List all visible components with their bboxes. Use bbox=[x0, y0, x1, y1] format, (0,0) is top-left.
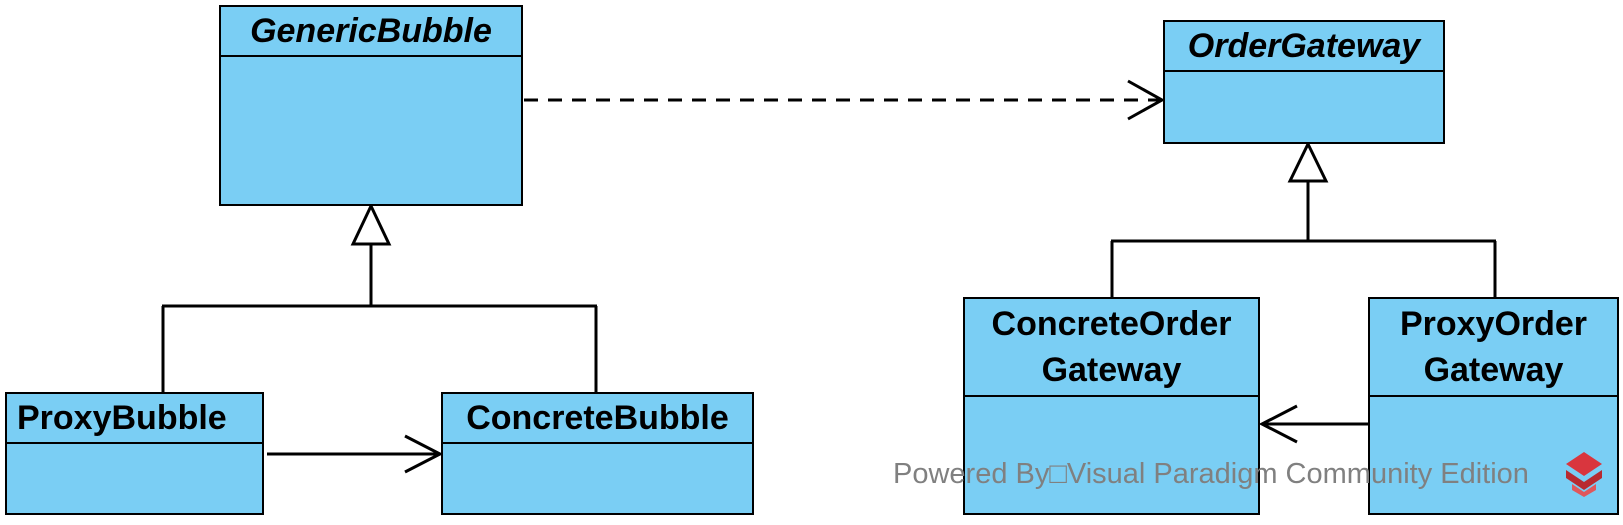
class-proxy-bubble[interactable]: ProxyBubble bbox=[5, 392, 264, 515]
class-name: OrderGateway bbox=[1165, 22, 1443, 72]
class-name: ProxyOrder Gateway bbox=[1370, 299, 1617, 397]
generalization-bubbles bbox=[161, 202, 598, 392]
association-proxy-to-concrete-gateway bbox=[1258, 404, 1369, 444]
association-proxy-to-concrete-bubble bbox=[267, 434, 444, 474]
class-name-line: Gateway bbox=[1423, 351, 1564, 389]
visual-paradigm-logo-icon bbox=[1566, 452, 1602, 497]
class-name-line: ConcreteOrder bbox=[991, 305, 1232, 343]
class-concrete-bubble[interactable]: ConcreteBubble bbox=[441, 392, 754, 515]
class-concrete-order-gateway[interactable]: ConcreteOrder Gateway bbox=[963, 297, 1260, 515]
class-order-gateway[interactable]: OrderGateway bbox=[1163, 20, 1445, 144]
dependency-generic-to-ordergateway bbox=[524, 79, 1166, 121]
class-name-line: Gateway bbox=[1041, 351, 1182, 389]
class-name: ProxyBubble bbox=[7, 394, 262, 444]
class-name-line: ProxyOrder bbox=[1399, 305, 1588, 343]
generalization-order-gateways bbox=[1110, 140, 1497, 298]
class-generic-bubble[interactable]: GenericBubble bbox=[219, 5, 523, 206]
class-name: ConcreteOrder Gateway bbox=[965, 299, 1258, 397]
class-name: GenericBubble bbox=[221, 7, 521, 57]
class-name: ConcreteBubble bbox=[443, 394, 752, 444]
powered-by-watermark: Powered By□Visual Paradigm Community Edi… bbox=[893, 458, 1529, 490]
